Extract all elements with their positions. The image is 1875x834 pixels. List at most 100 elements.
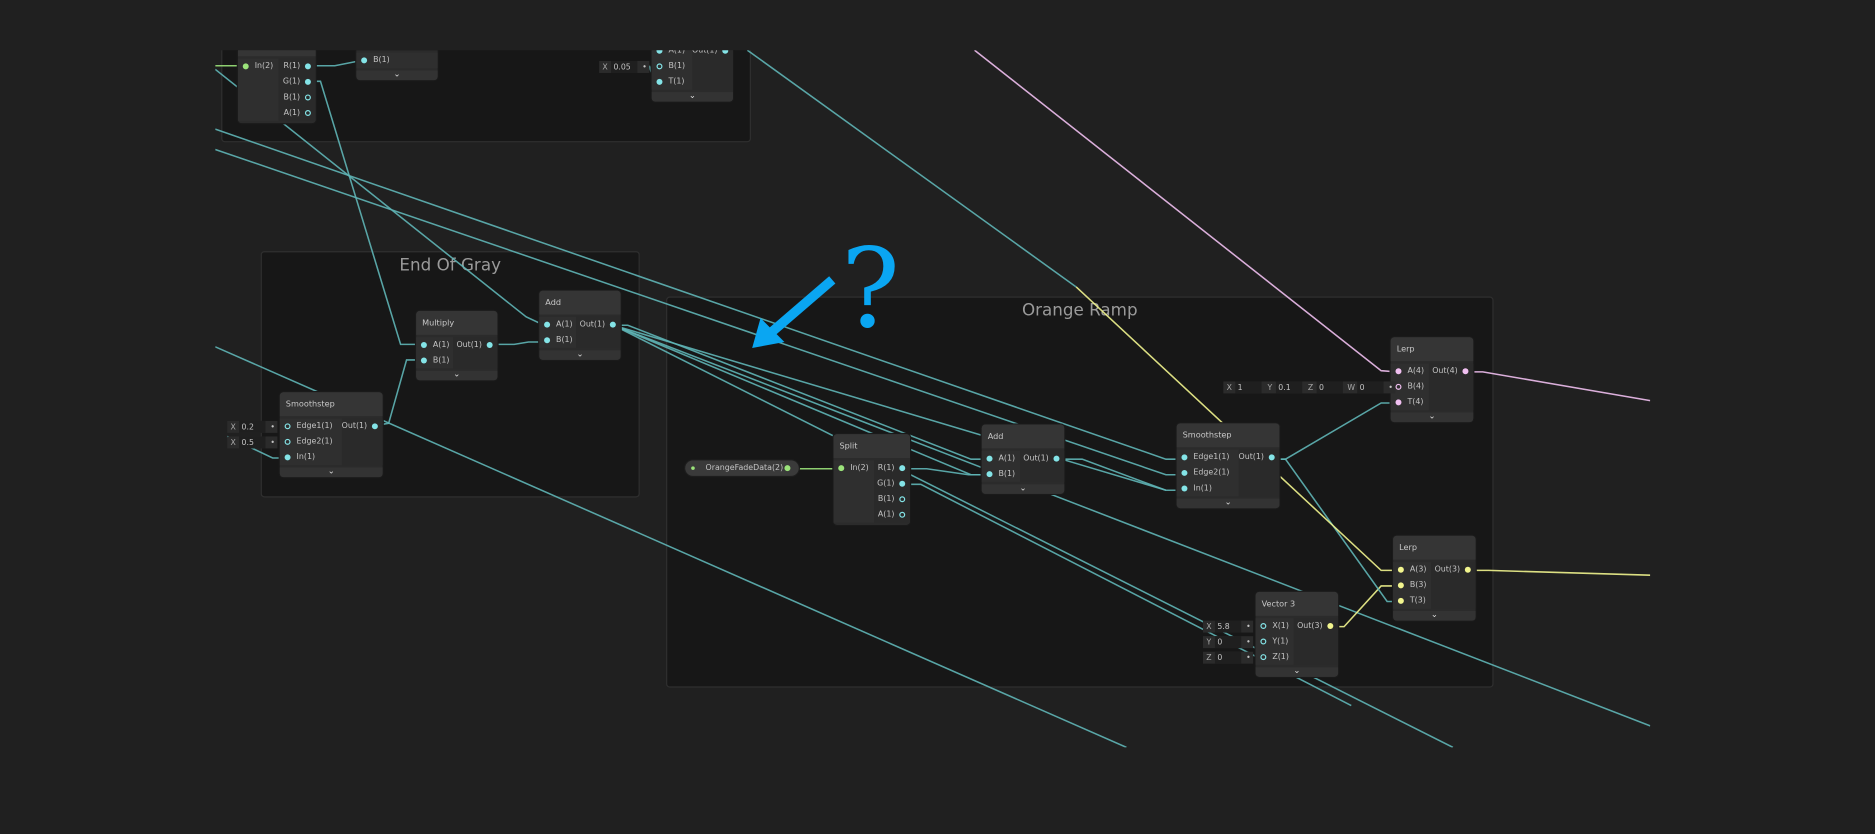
input-port-x1[interactable]: X(1) (1256, 618, 1294, 634)
edge-wire[interactable] (215, 128, 1182, 460)
node-title[interactable] (237, 50, 316, 57)
property-node-orange-fade-data[interactable]: OrangeFadeData(2) (685, 460, 799, 476)
input-port-in1[interactable]: In(1) (1177, 481, 1239, 497)
output-port-b1[interactable]: B(1) (874, 491, 910, 507)
edge-wire[interactable] (215, 68, 545, 326)
port-empty-icon[interactable] (304, 94, 311, 101)
output-port-g1[interactable]: G(1) (279, 74, 316, 90)
output-port-r1[interactable]: R(1) (279, 59, 316, 75)
value-input[interactable]: 0.2 (239, 420, 266, 433)
value-input[interactable]: 0.1 (1275, 380, 1303, 393)
input-port-edge21[interactable]: Edge2(1) (1177, 465, 1239, 481)
group-title[interactable]: End Of Gray (399, 255, 502, 276)
port-connected-icon[interactable] (656, 78, 663, 85)
property-output-port[interactable] (784, 465, 791, 472)
input-port-in1[interactable]: In(1) (280, 450, 342, 466)
input-port-t1[interactable]: T(1) (652, 74, 692, 90)
port-connected-icon[interactable] (1395, 399, 1402, 406)
graph-viewport[interactable]: End Of Gray Orange Ramp In(2)R(1)G(1)B(1… (215, 50, 1651, 748)
chevron-down-icon[interactable]: ⌄ (1176, 498, 1280, 509)
port-connected-icon[interactable] (1268, 454, 1275, 461)
node-title[interactable]: Vector 3 (1255, 591, 1339, 616)
edge-wire[interactable] (215, 148, 1182, 476)
chevron-down-icon[interactable]: ⌄ (1390, 412, 1474, 423)
input-port-b1[interactable]: B(1) (982, 466, 1020, 482)
input-port-b1[interactable]: B(1) (652, 59, 692, 75)
port-empty-icon[interactable] (284, 438, 291, 445)
port-connected-icon[interactable] (1053, 455, 1060, 462)
input-port-edge21[interactable]: Edge2(1) (280, 434, 342, 450)
port-connected-icon[interactable] (544, 321, 551, 328)
input-port-in2[interactable]: In(2) (833, 460, 874, 476)
port-empty-icon[interactable] (284, 423, 291, 430)
port-connected-icon[interactable] (1327, 623, 1334, 629)
edge-wire[interactable] (613, 324, 1454, 748)
chevron-down-icon[interactable]: ⌄ (1255, 667, 1339, 677)
input-port-edge11[interactable]: Edge1(1) (280, 419, 342, 435)
port-empty-icon[interactable] (899, 511, 906, 518)
node-title[interactable]: Lerp (1393, 535, 1476, 560)
input-port-b1[interactable]: B(1) (356, 53, 437, 69)
port-connected-icon[interactable] (609, 321, 616, 328)
node-title[interactable]: Add (981, 424, 1065, 449)
port-connected-icon[interactable] (420, 341, 427, 348)
port-connected-icon[interactable] (656, 50, 663, 54)
port-connected-icon[interactable] (1464, 566, 1471, 573)
port-connected-icon[interactable] (986, 455, 993, 462)
edge-wire[interactable] (746, 50, 1077, 288)
port-connected-icon[interactable] (722, 50, 729, 54)
chevron-down-icon[interactable]: ⌄ (651, 91, 734, 102)
input-port-b1[interactable]: B(1) (416, 353, 453, 369)
chevron-down-icon[interactable]: ⌄ (1393, 610, 1476, 621)
input-port-b3[interactable]: B(3) (1393, 578, 1431, 594)
value-input[interactable]: 0.5 (239, 435, 266, 448)
value-input[interactable]: 0 (1316, 380, 1343, 393)
input-port-a3[interactable]: A(3) (1393, 562, 1431, 578)
node-title[interactable]: Smoothstep (1176, 423, 1280, 448)
port-connected-icon[interactable] (304, 63, 311, 70)
input-port-z1[interactable]: Z(1) (1256, 649, 1294, 665)
output-port-r1[interactable]: R(1) (874, 460, 910, 476)
edge-wire[interactable] (1075, 286, 1397, 572)
port-empty-icon[interactable] (1260, 623, 1267, 629)
input-port-t4[interactable]: T(4) (1391, 395, 1429, 411)
input-port-t3[interactable]: T(3) (1393, 593, 1431, 609)
input-port-b4[interactable]: B(4) (1391, 379, 1429, 395)
port-connected-icon[interactable] (371, 423, 378, 430)
value-input[interactable]: 0.05 (611, 60, 638, 73)
input-port-in2[interactable]: In(2) (238, 59, 279, 75)
output-port-out3[interactable]: Out(3) (1431, 562, 1475, 578)
port-empty-icon[interactable] (1260, 654, 1267, 661)
node-top-right[interactable]: A(1)B(1)T(1)Out(1)⌄ (651, 50, 734, 102)
port-empty-icon[interactable] (899, 496, 906, 503)
output-port-out1[interactable]: Out(1) (576, 317, 620, 333)
value-input[interactable]: 0 (1214, 635, 1242, 648)
port-connected-icon[interactable] (1397, 566, 1404, 573)
input-port-b1[interactable]: B(1) (539, 332, 576, 348)
output-port-g1[interactable]: G(1) (874, 476, 910, 492)
input-port-a1[interactable]: A(1) (416, 337, 453, 353)
output-port-a1[interactable]: A(1) (279, 105, 316, 121)
value-input[interactable]: 0 (1214, 651, 1242, 664)
output-port-out3[interactable]: Out(3) (1294, 618, 1338, 634)
edge-wire[interactable] (613, 324, 1651, 727)
port-connected-icon[interactable] (986, 471, 993, 478)
input-port-a1[interactable]: A(1) (539, 317, 576, 333)
output-port-out1[interactable]: Out(1) (453, 337, 497, 353)
output-port-out1[interactable]: Out(1) (342, 419, 383, 435)
input-port-a4[interactable]: A(4) (1391, 364, 1429, 380)
port-connected-icon[interactable] (899, 480, 906, 487)
port-empty-icon[interactable] (1260, 638, 1267, 645)
port-connected-icon[interactable] (1181, 454, 1188, 461)
